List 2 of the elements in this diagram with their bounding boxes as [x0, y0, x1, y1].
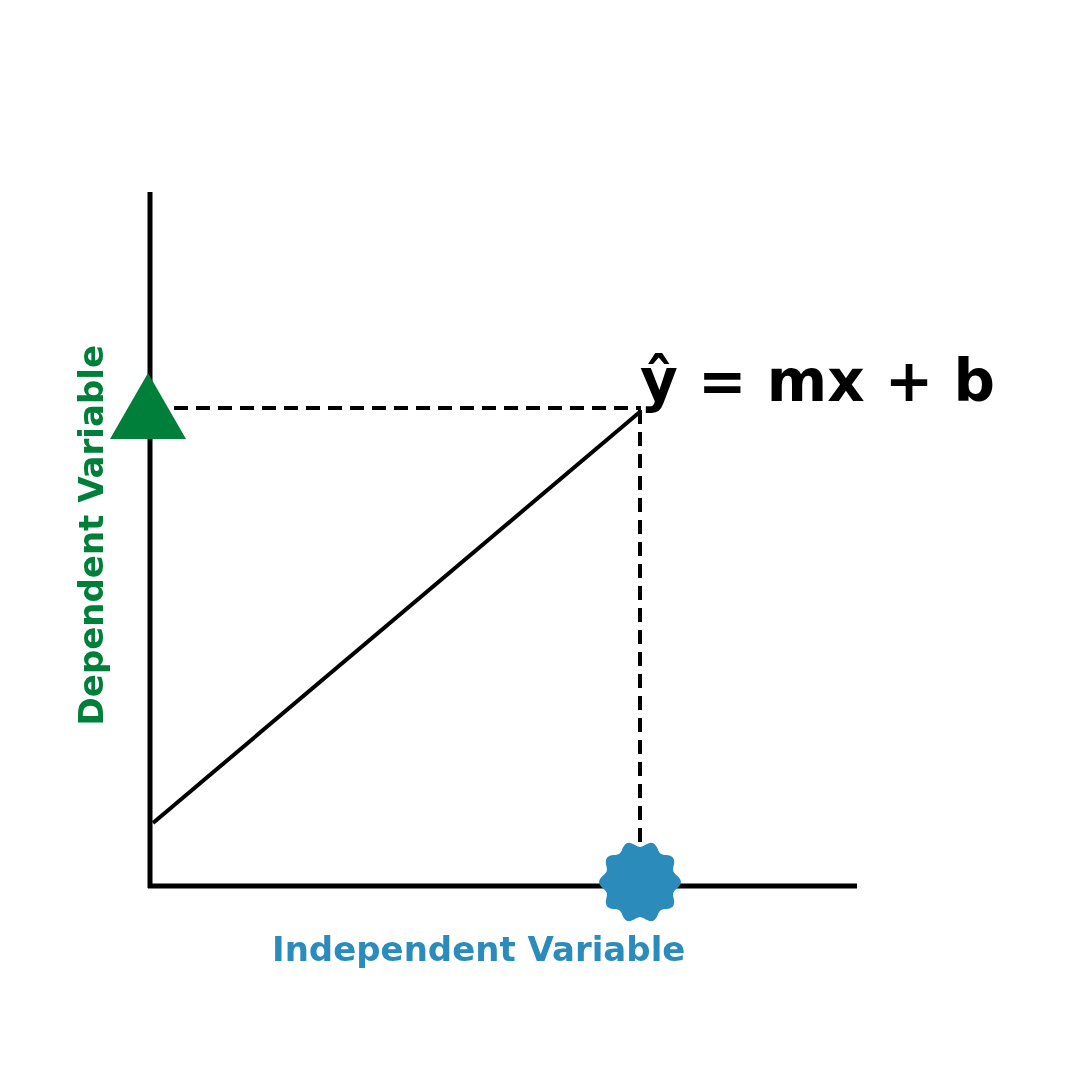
- axis-label: Dependent Variable: [74, 345, 108, 726]
- axis-label: Independent Variable: [272, 932, 686, 966]
